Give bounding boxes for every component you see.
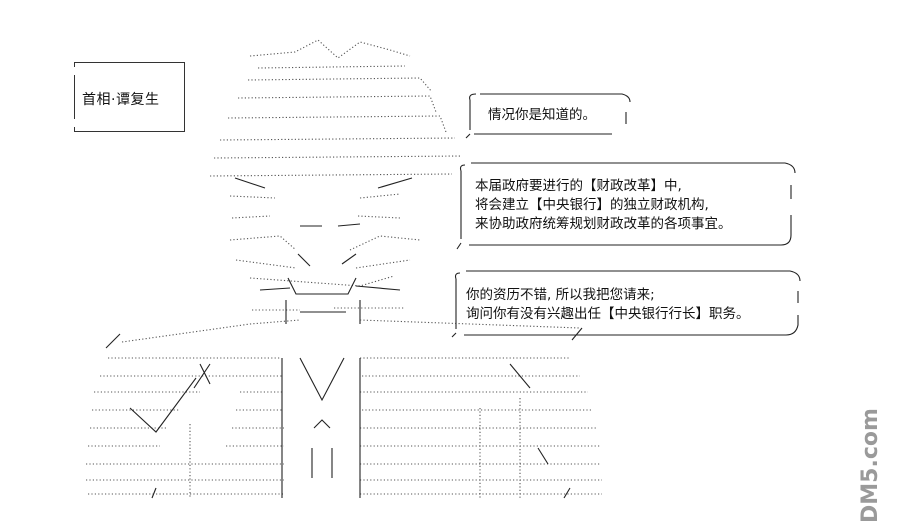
speech-bubble-1-outline (465, 93, 631, 139)
speech-bubble-2: 本届政府要进行的【财政改革】中, 将会建立【中央银行】的独立财政机构, 来协助政… (455, 155, 800, 251)
speech-bubble-3-outline (451, 270, 801, 338)
ascii-art-drawing (86, 39, 602, 499)
dm5-watermark-text-group: DM5.com (858, 408, 883, 523)
bubble-2-line-3: 来协助政府统筹规划财政改革的各项事宜。 (475, 216, 732, 232)
ascii-art-character (60, 28, 620, 508)
speech-bubble-1: 情况你是知道的。 (462, 88, 634, 140)
character-caption-box: 首相·谭复生 (74, 62, 185, 132)
dm5-watermark-logo: DM5.com (858, 408, 883, 523)
bubble-2-line-1: 本届政府要进行的【财政改革】中, (475, 178, 682, 194)
speech-bubble-3: 你的资历不错, 所以我把您请来; 询问你有没有兴趣出任【中央银行行长】职务。 (450, 265, 805, 339)
bubble-3-line-2: 询问你有没有兴趣出任【中央银行行长】职务。 (466, 306, 750, 322)
bubble-3-line-1: 你的资历不错, 所以我把您请来; (466, 287, 655, 303)
bubble-2-line-2: 将会建立【中央银行】的独立财政机构, (475, 197, 709, 213)
dm5-watermark: DM5.com (849, 405, 889, 525)
speech-bubble-2-outline (456, 162, 796, 250)
dm5-watermark-text: DM5.com (858, 408, 883, 523)
bubble-1-line-1: 情况你是知道的。 (488, 107, 596, 123)
character-caption-text: 首相·谭复生 (82, 92, 160, 108)
